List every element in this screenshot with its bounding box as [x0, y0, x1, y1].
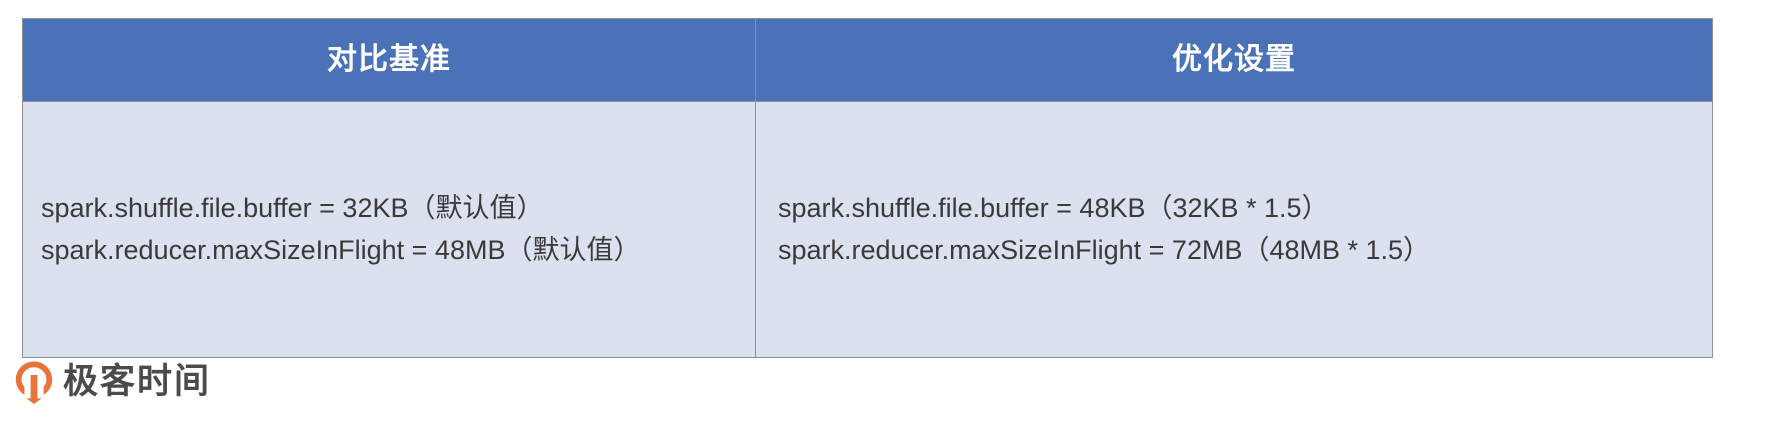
optimized-config-line-2: spark.reducer.maxSizeInFlight = 72MB（48M…	[778, 234, 1431, 265]
geektime-logo-icon	[15, 361, 53, 404]
comparison-table: 对比基准 优化设置 spark.shuffle.file.buffer = 32…	[22, 18, 1713, 358]
column-header-optimized: 优化设置	[755, 18, 1713, 102]
column-header-baseline: 对比基准	[22, 18, 756, 102]
logo-arrow	[26, 375, 42, 404]
brand-logo: 极客时间	[14, 357, 211, 407]
baseline-config-lines: spark.shuffle.file.buffer = 32KB（默认值） sp…	[41, 188, 739, 272]
table-row: spark.shuffle.file.buffer = 32KB（默认值） sp…	[22, 101, 1713, 358]
baseline-config-line-1: spark.shuffle.file.buffer = 32KB（默认值）	[41, 192, 544, 223]
table-header-row: 对比基准 优化设置	[22, 18, 1713, 102]
logo-ring	[15, 361, 53, 395]
optimized-config-lines: spark.shuffle.file.buffer = 48KB（32KB * …	[778, 188, 1696, 272]
baseline-config-line-2: spark.reducer.maxSizeInFlight = 48MB（默认值…	[41, 234, 641, 265]
brand-name: 极客时间	[63, 361, 212, 402]
optimized-config-line-1: spark.shuffle.file.buffer = 48KB（32KB * …	[778, 192, 1329, 223]
cell-optimized-config: spark.shuffle.file.buffer = 48KB（32KB * …	[755, 101, 1713, 358]
cell-baseline-config: spark.shuffle.file.buffer = 32KB（默认值） sp…	[22, 101, 756, 358]
